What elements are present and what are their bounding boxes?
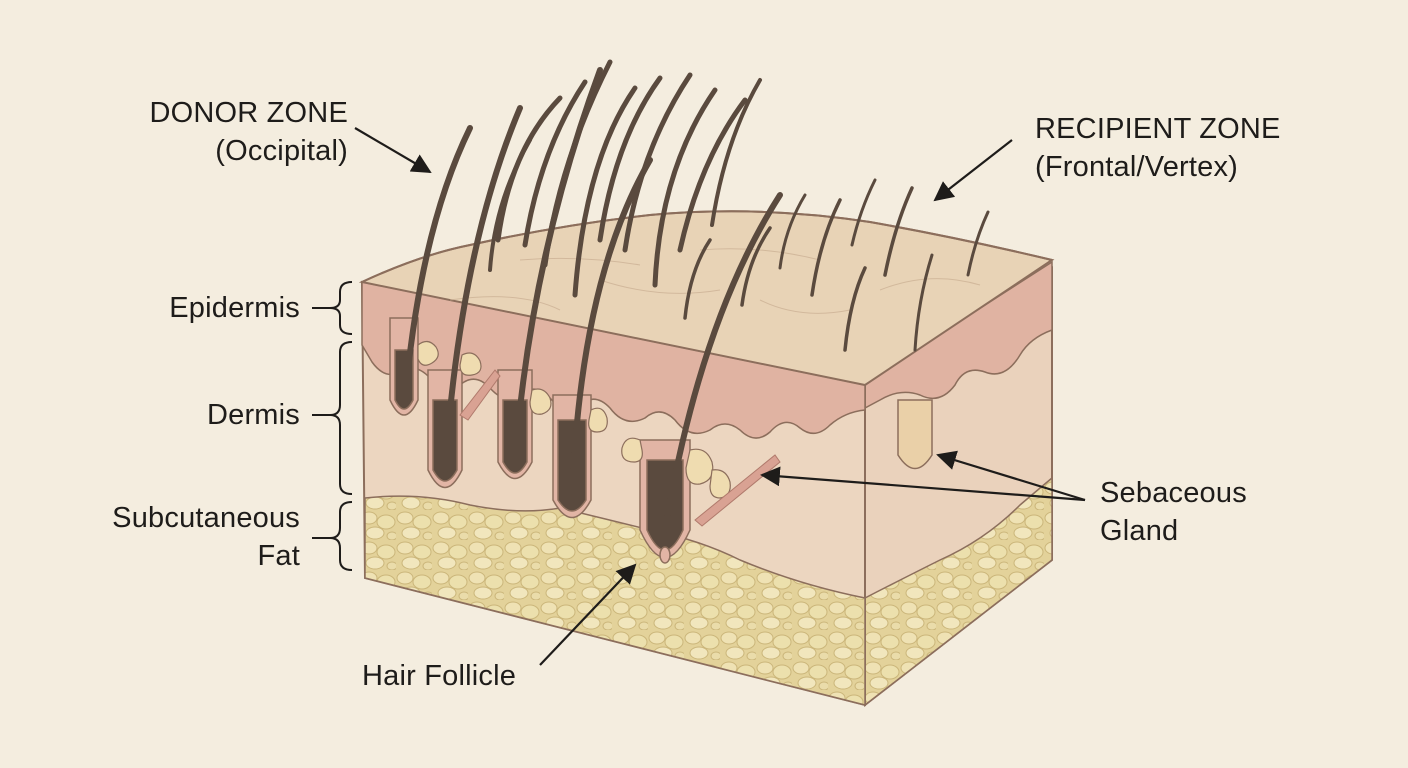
follicle-side — [897, 399, 933, 470]
donor-zone-label: DONOR ZONE (Occipital) — [120, 94, 348, 170]
hair-follicle-label: Hair Follicle — [362, 660, 517, 692]
subcutaneous-fat-line1: Subcutaneous — [112, 502, 300, 534]
hair-shaft — [522, 79, 588, 248]
hair-shaft — [652, 87, 718, 288]
epidermis-label: Epidermis — [169, 292, 300, 324]
follicle-5 — [639, 439, 691, 564]
donor-zone-title: DONOR ZONE — [149, 97, 348, 129]
dermis-bracket — [329, 341, 353, 495]
gland-arrow-1 — [760, 466, 1086, 502]
sebaceous-gland-line1: Sebaceous — [1100, 477, 1247, 509]
layer-brackets — [312, 281, 353, 571]
hair-shaft — [740, 226, 772, 307]
follicle-arrow — [539, 563, 637, 666]
hair-shaft — [778, 193, 807, 270]
hair-shaft — [542, 59, 613, 268]
hair-shaft — [622, 72, 693, 253]
hair-shaft — [442, 105, 523, 473]
hair-shaft — [810, 198, 842, 297]
donor-zone-subtitle: (Occipital) — [215, 135, 348, 167]
recipient-zone-subtitle: (Frontal/Vertex) — [1035, 151, 1239, 183]
hair-shafts — [402, 59, 990, 533]
recipient-zone-label: RECIPIENT ZONE (Frontal/Vertex) — [1035, 110, 1281, 186]
hair-shaft — [597, 75, 663, 243]
recipient-zone-title: RECIPIENT ZONE — [1035, 113, 1281, 145]
subcutaneous-fat-line2: Fat — [257, 540, 300, 572]
block-right-epidermis — [864, 260, 1053, 410]
hair-shaft — [850, 178, 877, 247]
hair-shaft — [683, 238, 712, 320]
subcutaneous-fat-label: Subcutaneous Fat — [80, 499, 300, 575]
hair-shaft — [572, 85, 638, 298]
dermis-label: Dermis — [206, 399, 300, 431]
recipient-arrow — [933, 139, 1013, 202]
block-front-fat — [364, 495, 866, 706]
gland-arrow-2 — [936, 450, 1086, 502]
hair-shaft — [710, 78, 762, 227]
hair-shaft — [843, 266, 867, 352]
arrector-muscles — [459, 369, 781, 527]
hair-shaft — [677, 97, 748, 253]
hair-shaft — [883, 186, 914, 277]
sebaceous-glands — [417, 340, 731, 499]
hair-shaft — [966, 210, 990, 277]
block-right-fat — [864, 476, 1053, 707]
hair-shaft — [913, 253, 934, 352]
fat-bracket — [329, 501, 353, 571]
sebaceous-gland-line2: Gland — [1100, 515, 1179, 547]
hair-shaft — [488, 138, 532, 272]
leader-lines — [354, 127, 1086, 666]
donor-arrow — [354, 127, 432, 174]
epidermis-bracket — [329, 281, 353, 335]
hair-shaft — [402, 125, 473, 403]
hair-shaft — [569, 157, 653, 503]
hair-shaft — [662, 192, 783, 533]
sebaceous-gland-label: Sebaceous Gland — [1100, 474, 1247, 550]
